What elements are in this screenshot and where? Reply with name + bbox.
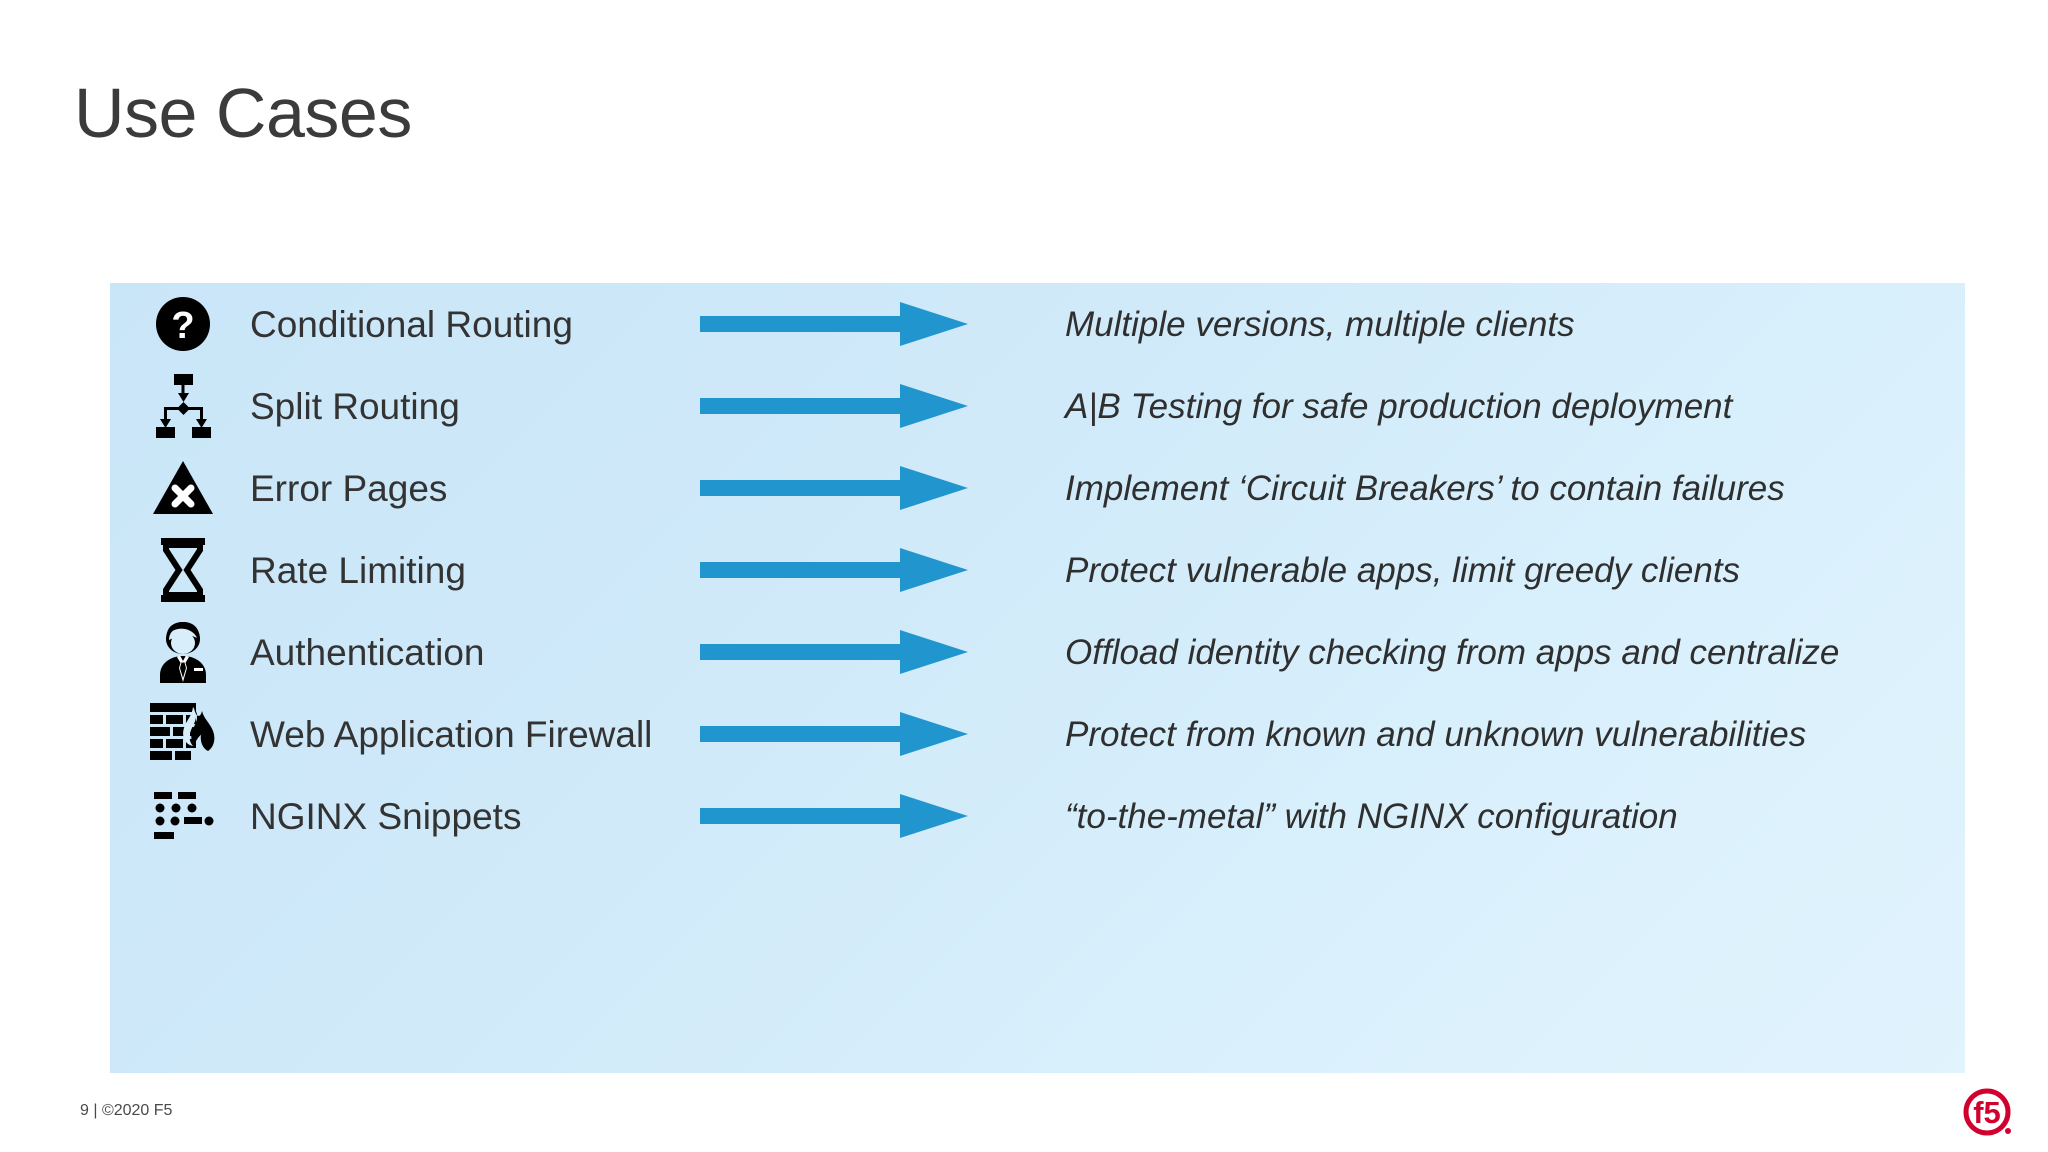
code-snippet-dots-icon [140,780,226,852]
warning-triangle-x-icon [140,452,226,524]
use-case-row: Web Application Firewall Protect from kn… [110,693,1965,775]
use-case-label: Conditional Routing [250,303,573,345]
svg-text:?: ? [171,305,194,347]
use-case-row: NGINX Snippets “to-the-metal” with NGINX… [110,775,1965,857]
right-arrow-icon [700,379,1040,433]
use-case-row: Rate Limiting Protect vulnerable apps, l… [110,529,1965,611]
firewall-brick-flame-icon [140,698,226,770]
businessman-user-icon [140,616,226,688]
use-case-label: Rate Limiting [250,549,466,591]
use-case-description: A|B Testing for safe production deployme… [1065,386,1733,426]
use-case-label: Web Application Firewall [250,713,653,755]
use-cases-panel: ? Conditional Routing Multiple versions,… [110,283,1965,1073]
use-case-description: “to-the-metal” with NGINX configuration [1065,796,1678,836]
use-case-label: Split Routing [250,385,460,427]
right-arrow-icon [700,543,1040,597]
use-case-description: Offload identity checking from apps and … [1065,632,1840,672]
use-case-label: Authentication [250,631,485,673]
split-flowchart-icon [140,370,226,442]
right-arrow-icon [700,625,1040,679]
use-case-description: Implement ‘Circuit Breakers’ to contain … [1065,468,1785,508]
svg-text:f5: f5 [1973,1095,2001,1130]
f5-logo: f5 [1963,1088,2015,1140]
use-case-description: Protect vulnerable apps, limit greedy cl… [1065,550,1741,590]
question-mark-circle-icon: ? [140,288,226,360]
right-arrow-icon [700,297,1040,351]
use-case-label: Error Pages [250,467,448,509]
right-arrow-icon [700,789,1040,843]
hourglass-icon [140,534,226,606]
use-case-row: Split Routing A|B Testing for safe produ… [110,365,1965,447]
use-case-row: Error Pages Implement ‘Circuit Breakers’… [110,447,1965,529]
use-case-row: ? Conditional Routing Multiple versions,… [110,283,1965,365]
slide-footer: 9 | ©2020 F5 [80,1102,173,1119]
right-arrow-icon [700,707,1040,761]
use-case-description: Multiple versions, multiple clients [1065,304,1575,344]
use-case-description: Protect from known and unknown vulnerabi… [1065,714,1807,754]
use-case-label: NGINX Snippets [250,795,522,837]
use-case-row: Authentication Offload identity checking… [110,611,1965,693]
right-arrow-icon [700,461,1040,515]
page-title: Use Cases [74,74,412,152]
